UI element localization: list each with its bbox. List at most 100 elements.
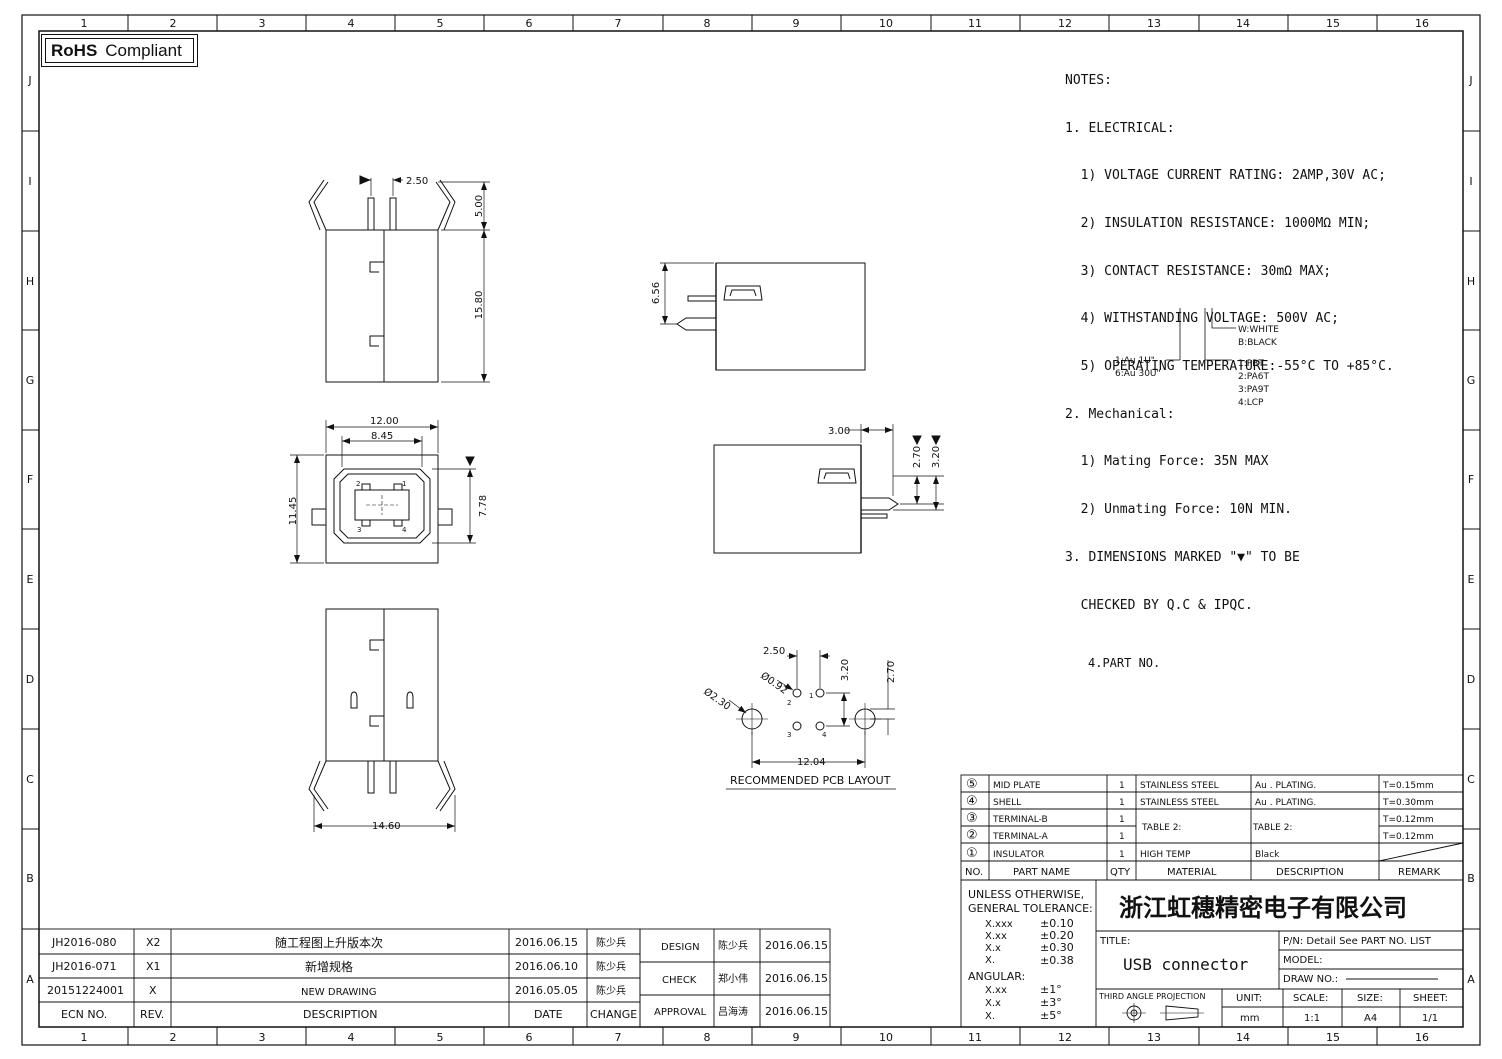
zone-col: 10	[879, 1031, 893, 1044]
note-line: 2) INSULATION RESISTANCE: 1000MΩ MIN;	[1065, 215, 1371, 231]
drawing-title: USB connector	[1123, 955, 1249, 974]
bom-no: ①	[966, 846, 978, 861]
bom-no: ②	[966, 828, 978, 843]
sheet-value: 1/1	[1422, 1013, 1438, 1024]
tolerance-title: GENERAL TOLERANCE:	[968, 902, 1093, 915]
rev-change: 陈少兵	[596, 984, 626, 997]
note-line: CHECKED BY Q.C & IPQC.	[1065, 597, 1253, 613]
rev-header-rev: REV.	[140, 1008, 164, 1021]
zone-row: A	[1467, 973, 1475, 986]
zone-row: E	[27, 573, 34, 586]
tolerance-key: X.xx	[985, 931, 1007, 942]
zone-col: 14	[1236, 1031, 1250, 1044]
bom-part-name: TERMINAL-A	[992, 832, 1049, 842]
note-line: 1. ELECTRICAL:	[1065, 120, 1175, 136]
rev-date: 2016.06.15	[515, 936, 578, 949]
rev-change: 陈少兵	[596, 960, 626, 973]
bom-material: STAINLESS STEEL	[1140, 798, 1219, 808]
pin-number: 4	[402, 526, 407, 534]
zone-row: B	[1467, 872, 1475, 885]
bom-header-qty: QTY	[1110, 867, 1131, 878]
zone-columns-bottom: 1 2 3 4 5 6 7 8 9 10 11 12 13 14 15 16	[81, 1031, 1430, 1044]
part-code-material: 1:PBT	[1238, 359, 1264, 369]
dim-label: 2.50	[763, 646, 785, 657]
tolerance-val: ±0.10	[1040, 917, 1074, 930]
zone-col: 11	[968, 17, 982, 30]
rev-date: 2016.05.05	[515, 984, 578, 997]
rev-desc: 新增规格	[305, 959, 353, 974]
bom-remark: T=0.15mm	[1382, 781, 1434, 791]
pcb-layout-dims: 2.50 Ø0.92 Ø2.30 3.20 2.70 12.04 1 2 3 4…	[701, 646, 897, 787]
unit-label: UNIT:	[1236, 993, 1262, 1004]
angular-key: X.	[985, 1011, 995, 1022]
part-code-material: 4:LCP	[1238, 398, 1264, 408]
part-code-plating: 1:Au 1U"	[1115, 356, 1155, 366]
note-line: NOTES:	[1065, 72, 1112, 88]
pin-number: 3	[787, 731, 791, 739]
bom-no: ⑤	[966, 777, 978, 792]
bom-table2-desc: TABLE 2:	[1252, 823, 1292, 833]
zone-col: 15	[1326, 1031, 1340, 1044]
dim-label: 14.60	[372, 821, 401, 832]
zone-col: 13	[1147, 17, 1161, 30]
title-block: UNLESS OTHERWISE, GENERAL TOLERANCE: X.x…	[968, 888, 1448, 1024]
pin-number: 3	[357, 526, 361, 534]
bom-qty: 1	[1119, 781, 1125, 791]
bom-material: STAINLESS STEEL	[1140, 781, 1219, 791]
note-line: 2. Mechanical:	[1065, 406, 1175, 422]
bom-part-name: INSULATOR	[993, 850, 1044, 860]
zone-col: 12	[1058, 17, 1072, 30]
pin-number: 2	[787, 699, 791, 707]
tolerance-key: X.	[985, 955, 995, 966]
zone-col: 5	[437, 17, 444, 30]
rev-date: 2016.06.10	[515, 960, 578, 973]
approval-role: CHECK	[662, 975, 697, 986]
zone-row: F	[27, 473, 33, 486]
front-view	[290, 420, 476, 564]
dim-label: 3.00	[828, 426, 850, 437]
rev-ecn: JH2016-080	[51, 936, 116, 949]
zone-row: G	[1467, 374, 1476, 387]
rev-header-change: CHANGE	[590, 1008, 637, 1021]
bom-remark: T=0.30mm	[1382, 798, 1434, 808]
draw-no-label: DRAW NO.:	[1283, 974, 1338, 985]
zone-col: 2	[170, 17, 177, 30]
company-name: 浙江虹穗精密电子有限公司	[1119, 894, 1407, 922]
zone-col: 6	[526, 17, 533, 30]
dim-label: Ø2.30	[701, 686, 733, 713]
note-line: 2) Unmating Force: 10N MIN.	[1065, 502, 1292, 518]
zone-columns-top: 1 2 3 4 5 6 7 8 9 10 11 12 13 14 15 16	[81, 17, 1430, 30]
bom-qty: 1	[1119, 815, 1125, 825]
tolerance-val: ±0.30	[1040, 941, 1074, 954]
notes: NOTES: 1. ELECTRICAL: 1) VOLTAGE CURRENT…	[1065, 41, 1394, 688]
top-view-dims: 2.50 5.00 15.80	[406, 176, 485, 319]
front-view-dims: 12.00 8.45 11.45 7.78 1 2 3 4	[288, 416, 489, 534]
zone-rows-left: J I H G F E D C B A	[26, 74, 35, 986]
title-label: TITLE:	[1099, 936, 1130, 947]
part-code-color: W:WHITE	[1238, 325, 1279, 335]
scale-value: 1:1	[1304, 1013, 1320, 1024]
tolerance-val: ±0.38	[1040, 954, 1074, 967]
zone-row: I	[28, 175, 31, 188]
zone-rows-right: J I H G F E D C B A	[1467, 74, 1476, 986]
size-label: SIZE:	[1357, 993, 1383, 1004]
approval-name: 郑小伟	[718, 972, 748, 985]
model-label: MODEL:	[1283, 955, 1322, 966]
rohs-text: Compliant	[105, 41, 182, 60]
side-view-upper	[660, 262, 866, 371]
bom-no: ③	[966, 811, 978, 826]
size-value: A4	[1364, 1013, 1377, 1024]
zone-col: 14	[1236, 17, 1250, 30]
part-code: W:WHITE B:BLACK 1:Au 1U" 6:Au 30U" 1:PBT…	[1115, 325, 1279, 408]
dim-label: 2.50	[406, 176, 428, 187]
bom-table2-material: TABLE 2:	[1141, 823, 1181, 833]
zone-row: B	[26, 872, 34, 885]
angular-val: ±3°	[1040, 996, 1062, 1009]
zone-col: 3	[259, 1031, 266, 1044]
zone-row: J	[1468, 74, 1472, 87]
rev-header-date: DATE	[534, 1008, 563, 1021]
pin-number: 4	[822, 731, 827, 739]
revision-table-lines	[38, 928, 961, 1028]
side-view-lower	[713, 424, 944, 554]
